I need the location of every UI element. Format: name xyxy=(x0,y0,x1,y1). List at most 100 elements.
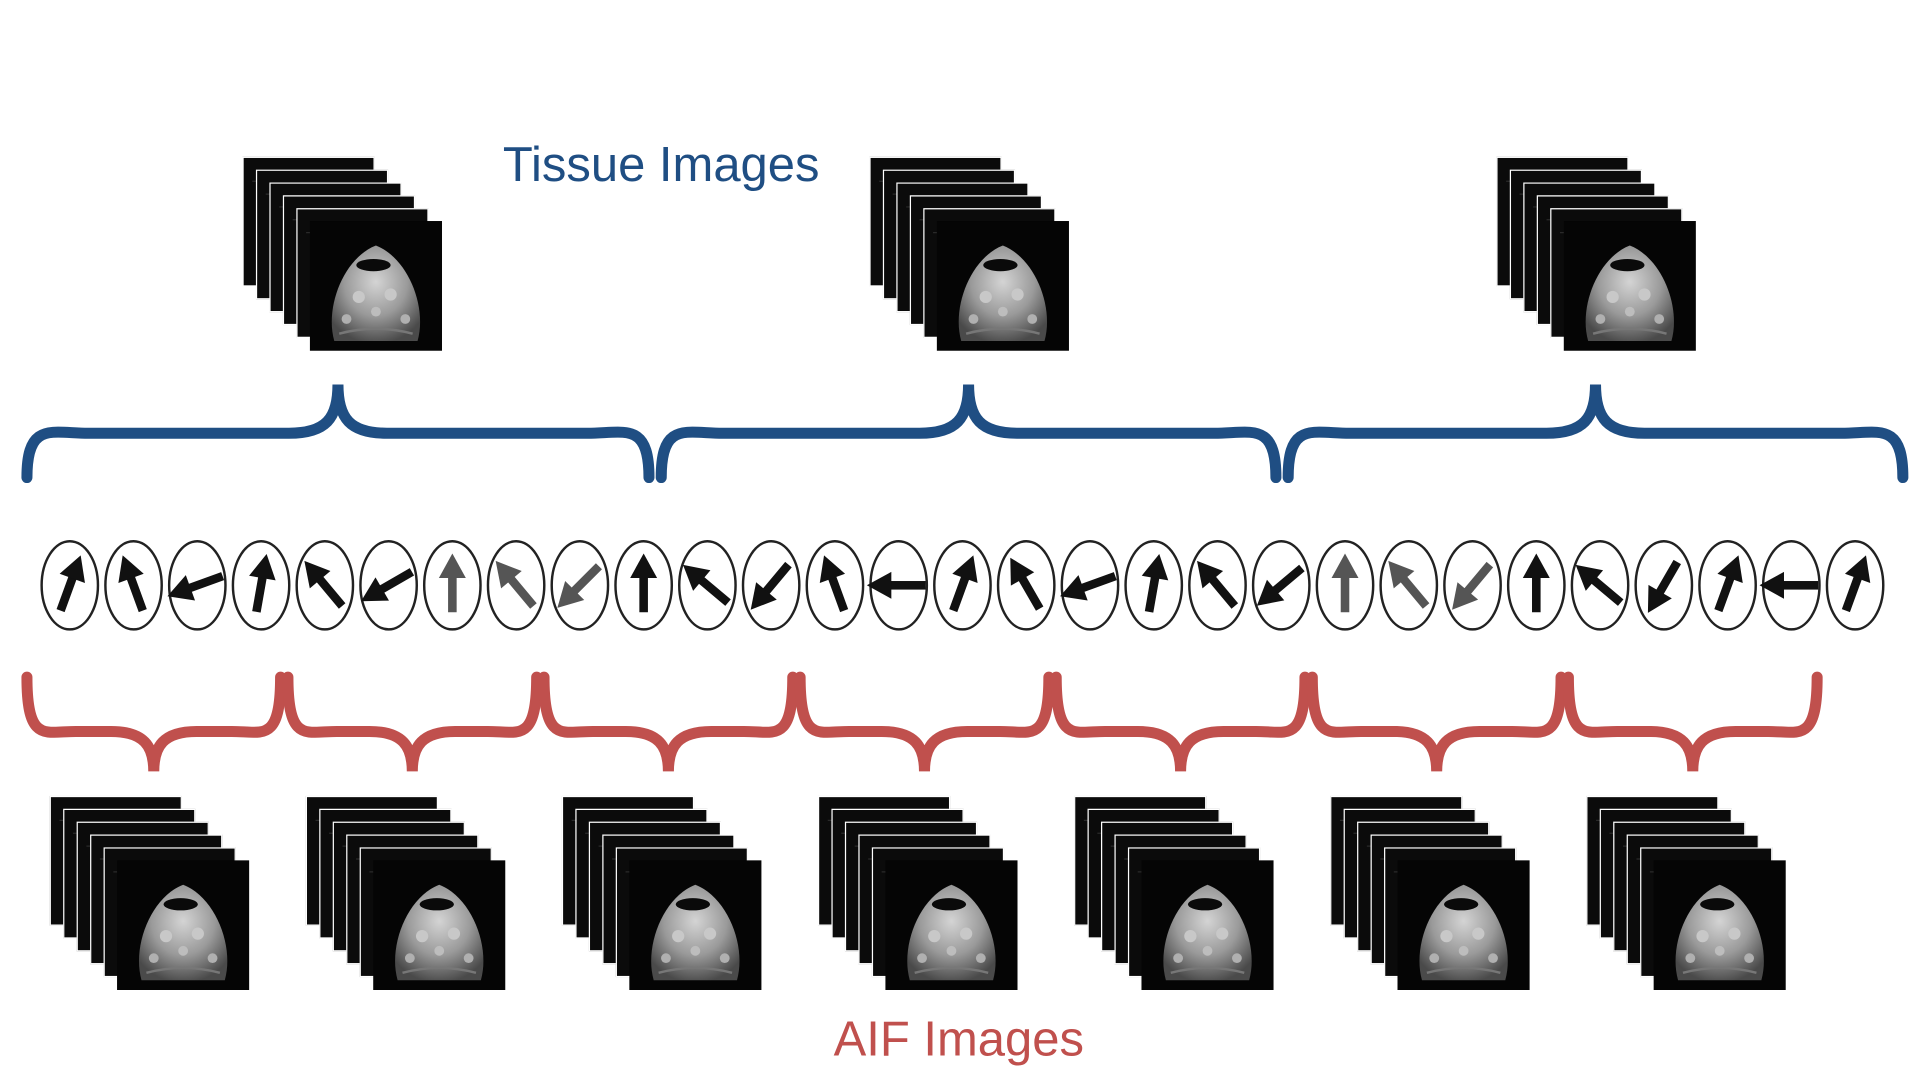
projection-marker xyxy=(231,540,291,631)
aif-brace xyxy=(794,671,1055,772)
arrow-head xyxy=(118,555,144,584)
projection-marker xyxy=(1506,540,1566,631)
aif-images-label: AIF Images xyxy=(834,1013,1084,1067)
aif-mri-slice xyxy=(629,860,762,990)
arrow-shaft xyxy=(1207,575,1239,609)
arrow-shaft xyxy=(1532,575,1541,613)
projection-arrow-icon xyxy=(1388,560,1430,609)
arrow-head xyxy=(1141,553,1169,581)
tissue-brace xyxy=(1282,384,1909,484)
aif-image-stacks xyxy=(49,795,1786,990)
arrow-head xyxy=(304,560,331,589)
arrow-shaft xyxy=(949,574,970,613)
projection-arrow-icon xyxy=(249,553,276,613)
arrow-head xyxy=(1844,555,1871,584)
arrow-shaft xyxy=(1714,574,1735,613)
aif-image-stack xyxy=(561,795,762,990)
arrow-head xyxy=(557,580,585,608)
projection-arrow-icon xyxy=(1575,564,1624,606)
arrow-shaft xyxy=(252,574,268,613)
arrow-shaft xyxy=(1841,574,1863,613)
projection-arrow-icon xyxy=(866,571,926,599)
projection-marker xyxy=(678,540,737,631)
projection-arrow-icon xyxy=(683,564,731,606)
projection-arrow-icon xyxy=(1060,572,1117,601)
arrow-head xyxy=(59,555,85,584)
projection-row xyxy=(40,540,1885,631)
arrow-head xyxy=(683,564,711,591)
aif-image-stack xyxy=(1330,795,1530,990)
arrow-shaft xyxy=(377,568,415,594)
tissue-brace xyxy=(655,384,1282,484)
arrow-head xyxy=(167,575,196,601)
arrow-shaft xyxy=(639,575,648,613)
arrow-shaft xyxy=(761,561,792,596)
projection-marker xyxy=(167,540,227,631)
aif-brace xyxy=(282,671,543,772)
arrow-head xyxy=(1759,571,1784,599)
arrow-head xyxy=(1717,555,1743,584)
arrow-head xyxy=(1256,579,1285,606)
projection-marker xyxy=(933,540,992,631)
projection-marker xyxy=(866,540,929,631)
projection-marker xyxy=(1759,540,1821,631)
arrow-head xyxy=(1452,582,1479,610)
projection-arrow-icon xyxy=(557,563,602,608)
arrow-shaft xyxy=(126,574,147,613)
projection-marker xyxy=(359,540,418,631)
arrow-head xyxy=(495,560,522,589)
projection-arrow-icon xyxy=(56,555,85,613)
arrow-head xyxy=(1010,557,1035,586)
projection-arrow-icon xyxy=(1452,561,1494,610)
arrow-head xyxy=(630,553,658,578)
projection-arrow-icon xyxy=(1522,553,1550,613)
aif-mri-slice xyxy=(1653,860,1786,990)
projection-marker xyxy=(295,540,355,631)
arrow-head xyxy=(1575,564,1604,591)
tissue-mri-slice xyxy=(1563,221,1696,351)
projection-arrow-icon xyxy=(361,568,415,602)
arrow-head xyxy=(1647,584,1672,613)
arrow-shaft xyxy=(1270,564,1305,595)
projection-marker xyxy=(1315,540,1375,631)
aif-mri-slice xyxy=(1141,860,1274,990)
arrow-head xyxy=(866,571,892,599)
projection-marker xyxy=(1698,540,1757,631)
arrow-shaft xyxy=(506,575,537,609)
aif-image-stack xyxy=(49,795,250,990)
aif-brace xyxy=(1050,671,1311,772)
projection-marker xyxy=(741,540,801,631)
projection-arrow-icon xyxy=(167,572,225,601)
projection-marker xyxy=(1570,540,1630,631)
arrow-shaft xyxy=(315,575,346,609)
arrow-head xyxy=(361,577,389,602)
projection-arrow-icon xyxy=(495,560,537,609)
projection-arrow-icon xyxy=(1010,557,1044,611)
tissue-brace xyxy=(21,384,655,484)
aif-image-stack xyxy=(817,795,1018,990)
arrow-shaft xyxy=(1655,559,1682,596)
projection-marker xyxy=(1443,540,1502,631)
tissue-images-label: Tissue Images xyxy=(503,138,820,192)
arrow-shaft xyxy=(1017,574,1044,611)
arrow-shaft xyxy=(1144,574,1160,613)
arrow-shaft xyxy=(1340,575,1350,613)
projection-arrow-icon xyxy=(1256,564,1305,606)
projection-marker xyxy=(104,540,163,631)
tissue-image-stack xyxy=(869,156,1069,351)
arrow-shaft xyxy=(697,575,731,606)
projection-marker xyxy=(1188,540,1247,631)
arrow-shaft xyxy=(827,574,849,613)
tissue-image-stacks xyxy=(242,156,1696,351)
arrow-head xyxy=(952,555,978,584)
projection-arrow-icon xyxy=(1141,553,1169,613)
projection-marker xyxy=(1825,540,1885,631)
arrow-head xyxy=(249,553,276,581)
arrow-shaft xyxy=(186,572,225,593)
projection-arrow-icon xyxy=(819,555,849,613)
arrow-shaft xyxy=(1589,575,1624,606)
arrow-head xyxy=(1331,553,1359,578)
projection-arrow-icon xyxy=(630,553,658,613)
projection-arrow-icon xyxy=(750,561,792,610)
tissue-braces xyxy=(21,384,1909,484)
